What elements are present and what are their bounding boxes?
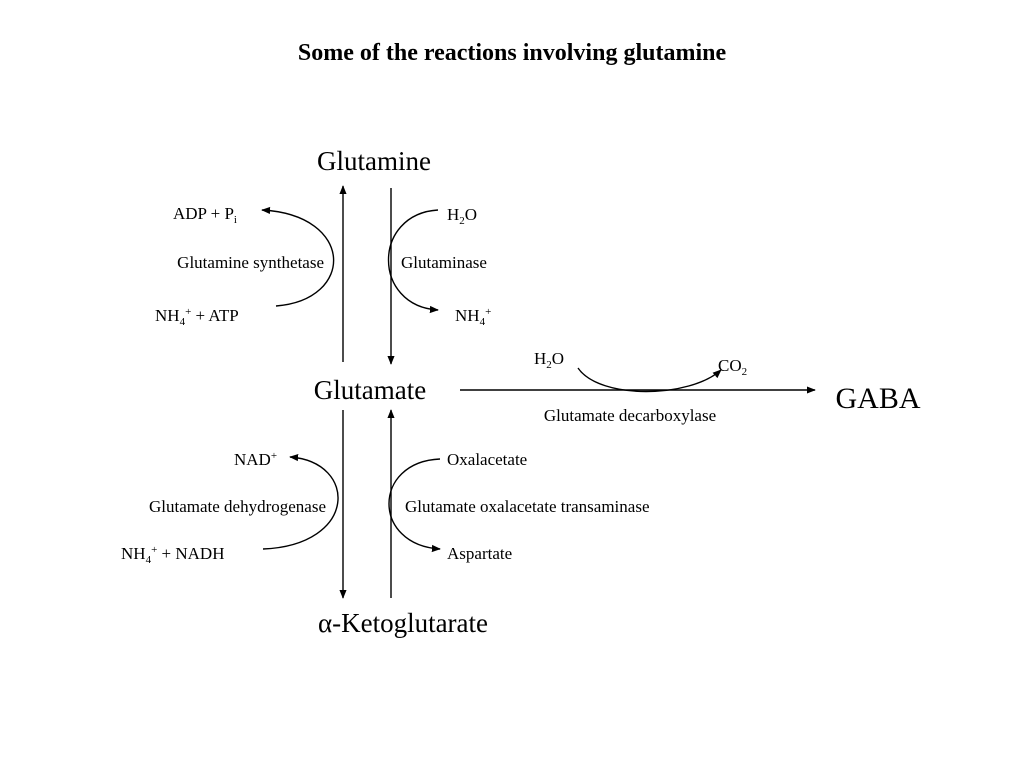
label-nh4-nadh: NH4+ + NADH [121,544,224,566]
label-nh4-atp: NH4+ + ATP [155,306,239,328]
compound-ketoglutarate: α-Ketoglutarate [318,608,488,638]
curve-glutaminase [388,209,439,314]
label-oxalacetate: Oxalacetate [447,450,527,469]
compound-gaba: GABA [835,382,920,415]
label-nad: NAD+ [234,450,277,469]
label-decarboxylase-water: H2O [534,349,564,371]
label-transaminase: Glutamate oxalacetate transaminase [405,497,650,516]
slide-title: Some of the reactions involving glutamin… [297,40,727,66]
label-glutaminase-water: H2O [447,205,477,227]
curve-glutamate-decarboxylase [577,367,722,393]
label-decarboxylase-co2: CO2 [718,356,747,378]
label-glutamate-dehydrogenase: Glutamate dehydrogenase [149,497,326,516]
curve-glutamine-synthetase [261,206,335,307]
curve-transaminase [388,458,441,553]
compound-glutamine: Glutamine [317,146,431,176]
label-adp-pi: ADP + Pi [173,204,237,226]
label-glutaminase: Glutaminase [401,253,487,272]
label-glutaminase-nh4: NH4+ [455,306,491,328]
label-glutamate-decarboxylase: Glutamate decarboxylase [544,406,716,425]
label-glutamine-synthetase: Glutamine synthetase [177,253,324,272]
label-aspartate: Aspartate [447,544,512,563]
compound-glutamate: Glutamate [314,375,426,405]
curve-glutamate-dehydrogenase [262,454,339,550]
